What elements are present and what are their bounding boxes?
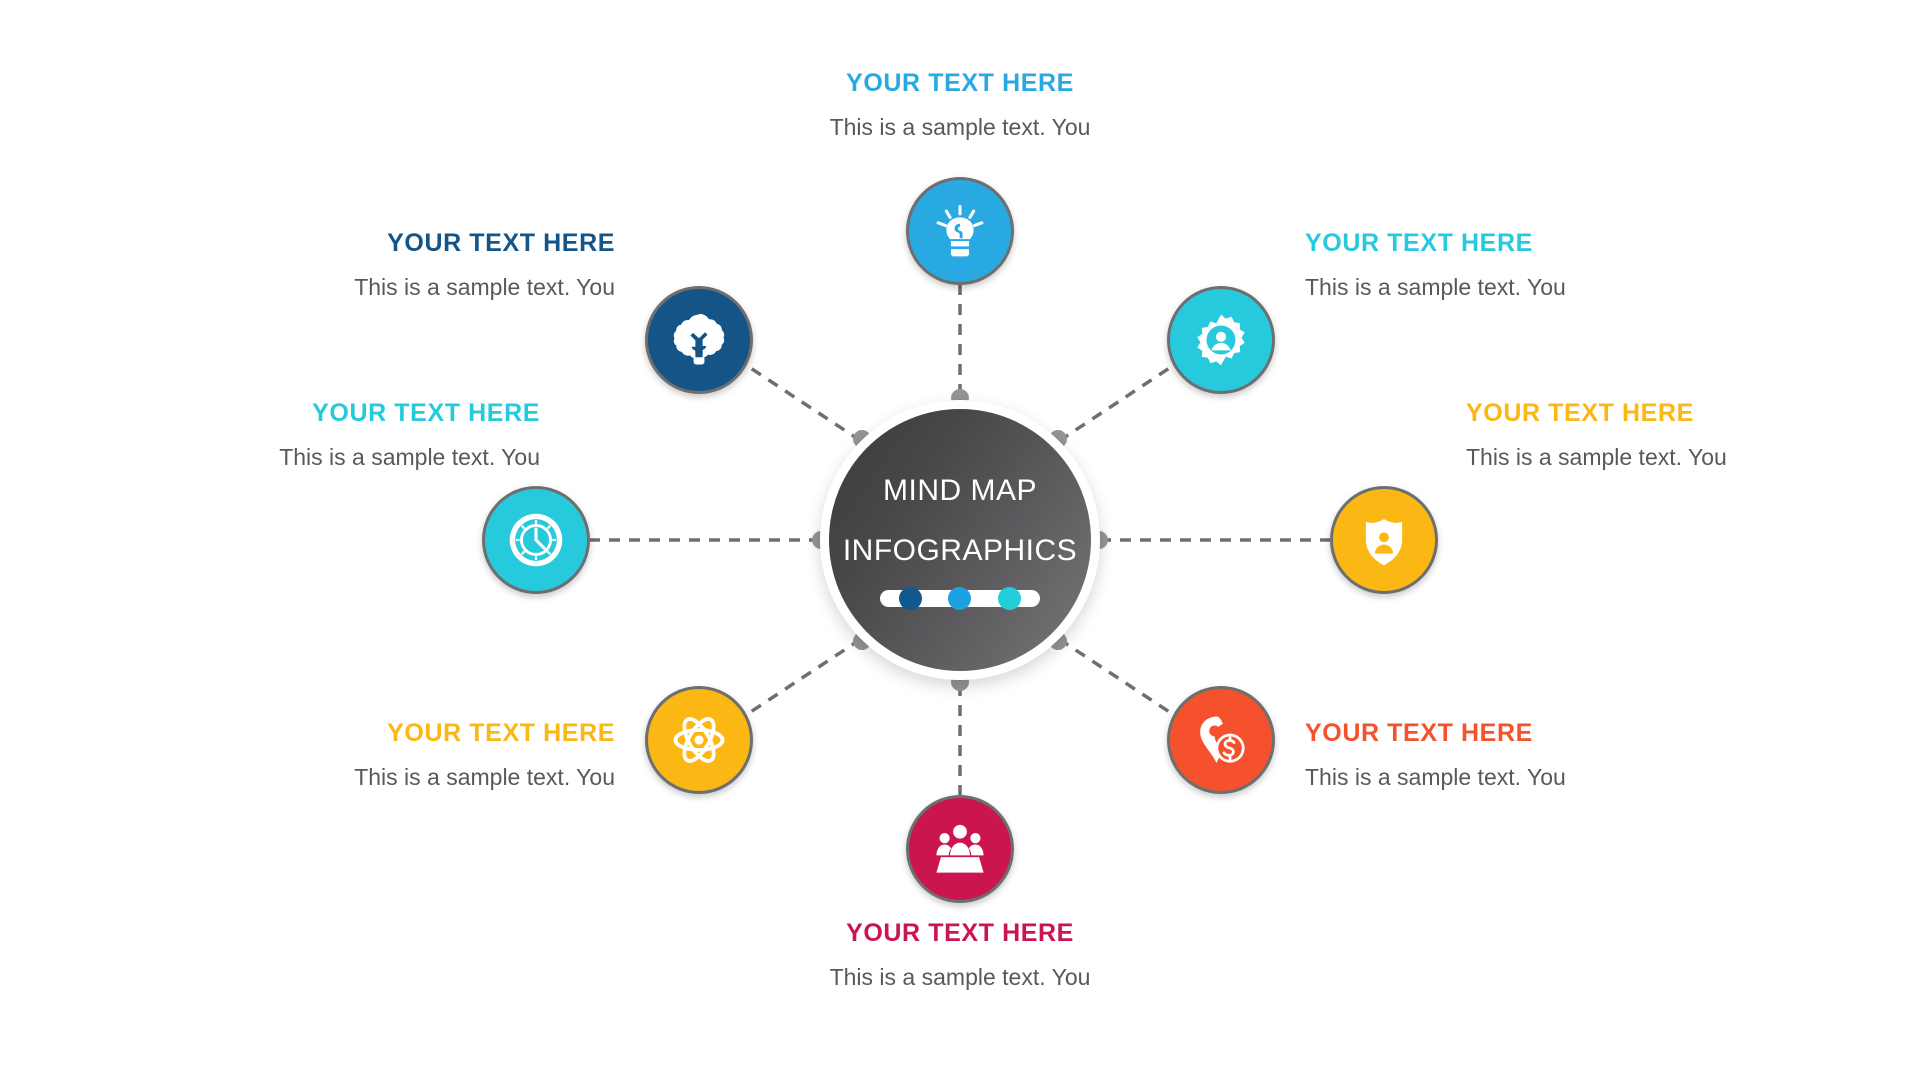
label-bottom-right-title: YOUR TEXT HERE xyxy=(1305,719,1533,747)
node-icon-top-right[interactable] xyxy=(1167,286,1275,394)
label-bottom-right: YOUR TEXT HERE This is a sample text. Yo… xyxy=(1305,719,1735,790)
center-hub[interactable]: MIND MAP INFOGRAPHICS xyxy=(820,400,1100,680)
label-top-right-title: YOUR TEXT HERE xyxy=(1305,229,1533,257)
label-right: YOUR TEXT HERE This is a sample text. Yo… xyxy=(1466,399,1896,470)
label-top-title: YOUR TEXT HERE xyxy=(846,69,1074,97)
label-left-desc: This is a sample text. You xyxy=(279,443,540,470)
gear-user-icon xyxy=(1197,314,1245,366)
label-top-right: YOUR TEXT HERE This is a sample text. Yo… xyxy=(1305,229,1735,300)
node-icon-top-left[interactable] xyxy=(645,286,753,394)
center-progress-bar xyxy=(880,586,1040,610)
idea-bulb-hand-icon xyxy=(936,204,984,257)
label-left-title: YOUR TEXT HERE xyxy=(312,399,540,427)
label-bottom-title: YOUR TEXT HERE xyxy=(846,919,1074,947)
center-progress-dot-3 xyxy=(997,586,1021,610)
label-top: YOUR TEXT HERE This is a sample text. Yo… xyxy=(745,69,1175,140)
label-top-left: YOUR TEXT HERE This is a sample text. Yo… xyxy=(185,229,615,300)
center-progress-dot-2 xyxy=(948,586,972,610)
team-meeting-icon xyxy=(936,824,984,873)
label-right-title: YOUR TEXT HERE xyxy=(1466,399,1694,427)
shield-user-icon xyxy=(1365,519,1403,566)
label-left: YOUR TEXT HERE This is a sample text. Yo… xyxy=(110,399,540,470)
label-bottom-left: YOUR TEXT HERE This is a sample text. Yo… xyxy=(185,719,615,790)
label-top-left-desc: This is a sample text. You xyxy=(354,273,615,300)
center-progress-dot-1 xyxy=(899,586,923,610)
node-icon-left[interactable] xyxy=(482,486,590,594)
atom-icon xyxy=(673,717,725,763)
map-pin-dollar-icon xyxy=(1200,716,1245,764)
node-icon-bottom-left[interactable] xyxy=(645,686,753,794)
label-right-desc: This is a sample text. You xyxy=(1466,443,1727,470)
label-bottom-right-desc: This is a sample text. You xyxy=(1305,763,1566,790)
label-top-desc: This is a sample text. You xyxy=(829,113,1091,140)
clock-icon xyxy=(509,513,563,567)
label-bottom: YOUR TEXT HERE This is a sample text. Yo… xyxy=(745,919,1175,990)
node-icon-bottom-right[interactable] xyxy=(1167,686,1275,794)
label-top-right-desc: This is a sample text. You xyxy=(1305,273,1566,300)
node-icon-top[interactable] xyxy=(906,177,1014,285)
label-bottom-desc: This is a sample text. You xyxy=(829,963,1091,990)
brain-bulb-icon xyxy=(673,313,725,365)
center-title-line1: MIND MAP xyxy=(883,473,1037,507)
label-bottom-left-title: YOUR TEXT HERE xyxy=(387,719,615,747)
label-bottom-left-desc: This is a sample text. You xyxy=(354,763,615,790)
label-top-left-title: YOUR TEXT HERE xyxy=(387,229,615,257)
node-icon-bottom[interactable] xyxy=(906,795,1014,903)
node-icon-right[interactable] xyxy=(1330,486,1438,594)
center-title-line2: INFOGRAPHICS xyxy=(842,533,1078,567)
center-hub-disc: MIND MAP INFOGRAPHICS xyxy=(829,409,1091,671)
